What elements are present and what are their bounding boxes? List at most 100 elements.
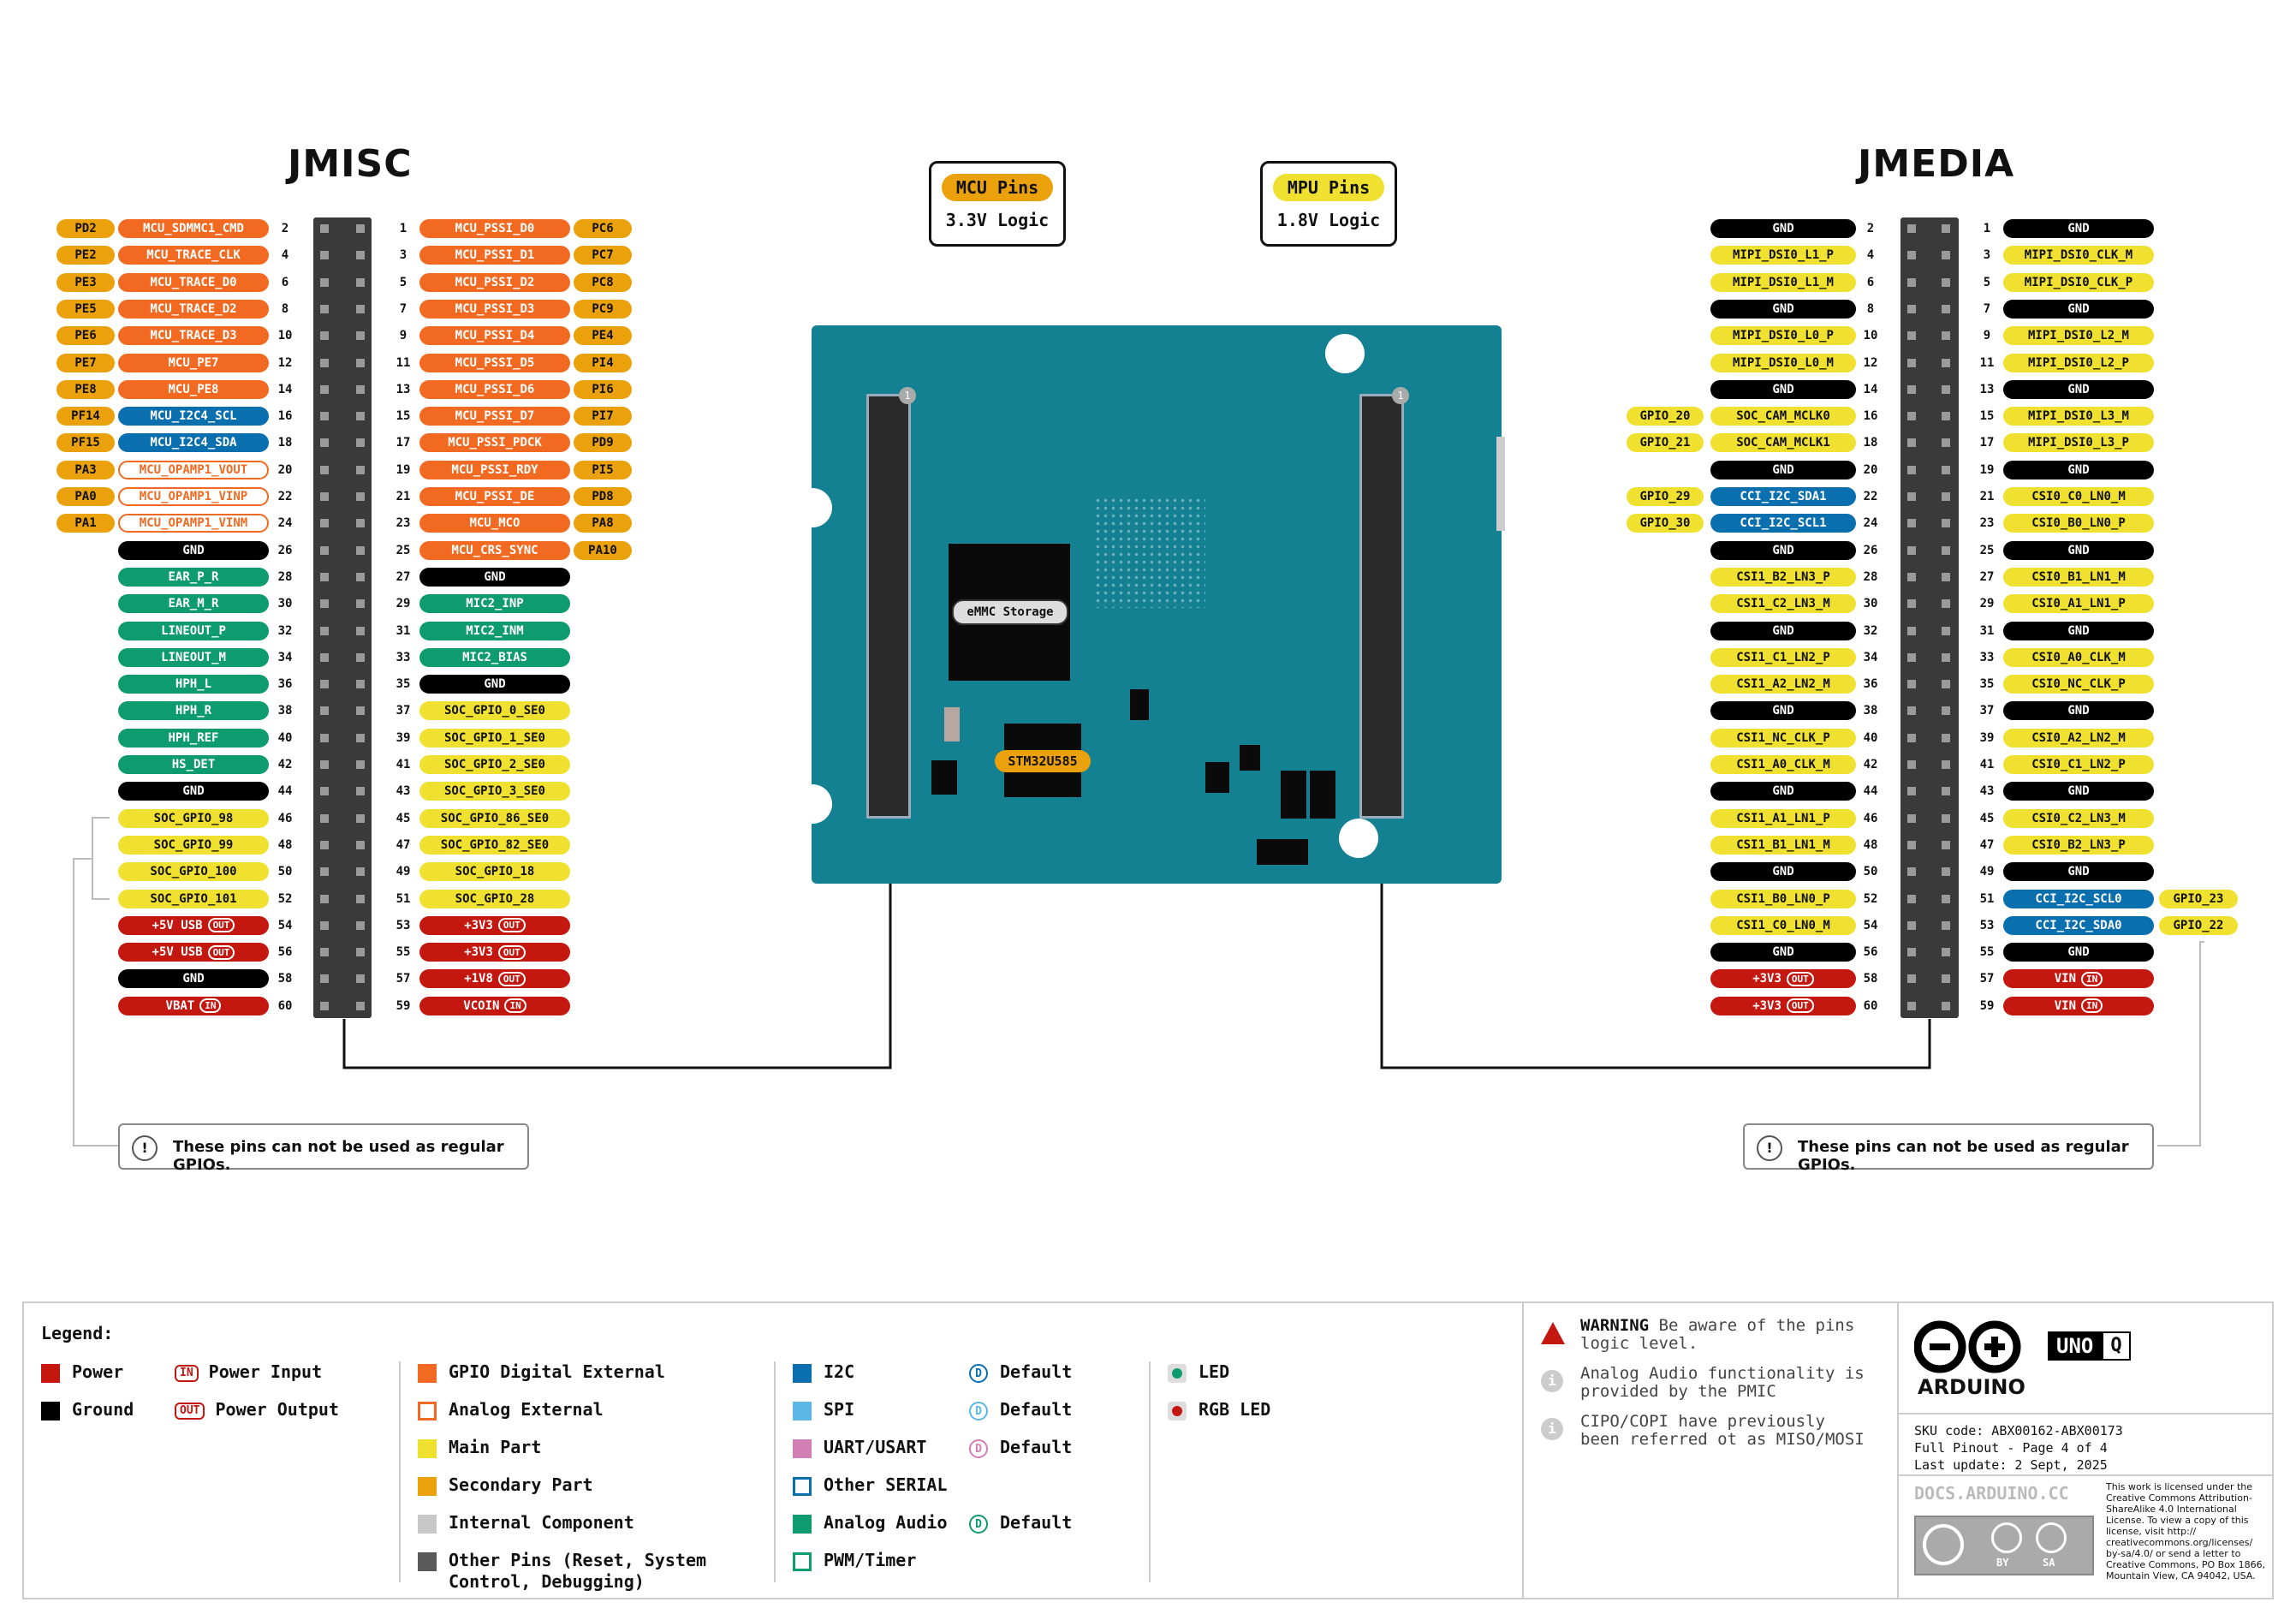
pin-name: MIPI_DSI0_L1_M (1732, 275, 1834, 289)
header-pin (1907, 974, 1916, 984)
pin-name: MCU_PE8 (168, 382, 219, 396)
legend-col3-swatch (793, 1552, 812, 1571)
pin-label: HS_DET (118, 755, 269, 774)
header-pin (1907, 519, 1916, 528)
usb-port (1496, 437, 1505, 531)
pin-label: SOC_CAM_MCLK0 (1710, 407, 1856, 426)
alt-function-label: GPIO_21 (1627, 433, 1704, 453)
pin-name: GND (2067, 301, 2090, 316)
pin-label: MIC2_INM (419, 621, 570, 640)
pin1-marker-right: 1 (1392, 387, 1409, 404)
pin-number: 14 (1863, 382, 1878, 396)
pin-label: MCU_TRACE_D0 (118, 272, 269, 292)
license-line: license, visit http:// (2106, 1526, 2197, 1537)
warning-line: Analog Audio functionality is (1580, 1364, 1865, 1383)
header-pin (1907, 733, 1916, 742)
power-in-tag: IN (504, 998, 526, 1014)
soc-grid (1094, 497, 1205, 608)
pin-label: MCU_PE8 (118, 379, 269, 399)
legend-label: SPI (824, 1399, 855, 1420)
pin-name: GND (182, 543, 205, 557)
pin-number: 50 (1863, 865, 1878, 879)
pin-label: CSI0_B1_LN1_M (2003, 567, 2154, 587)
power-in-tag: IN (2081, 998, 2103, 1014)
pin-number: 3 (399, 248, 407, 263)
header-pin (320, 277, 329, 287)
pin-number: 24 (1863, 516, 1878, 531)
alt-function-label: PI6 (574, 379, 632, 399)
pin-number: 5 (1983, 275, 1991, 289)
pin-label: GND (118, 782, 269, 801)
pin-name: +3V3 (1752, 972, 1781, 986)
pin-name: +5V USB (152, 918, 203, 932)
pin-number: 13 (1979, 382, 1995, 396)
legend-label: GPIO Digital External (449, 1361, 665, 1382)
license-line: creativecommons.org/licenses/ (2106, 1537, 2253, 1548)
pin-label: CSI0_C0_LN0_M (2003, 487, 2154, 506)
header-pin (320, 358, 329, 367)
mounting-hole (1339, 819, 1378, 858)
pin-name: MCU_PSSI_DE (455, 490, 535, 503)
pin-label: SOC_GPIO_82_SE0 (419, 835, 570, 855)
pin-label: MIPI_DSI0_L0_M (1710, 353, 1856, 372)
pin-number: 43 (396, 784, 411, 799)
header-pin (1907, 920, 1916, 930)
pin-label: MCU_TRACE_D2 (118, 299, 269, 319)
header-pin (1907, 358, 1916, 367)
by-icon (1991, 1522, 2022, 1553)
header-pin (356, 680, 365, 689)
mcu-chip-label: STM32U585 (995, 750, 1091, 772)
header-pin (1942, 438, 1950, 448)
pin-name: SOC_GPIO_86_SE0 (440, 811, 550, 825)
header-pin (1907, 438, 1916, 448)
pin-label: LINEOUT_M (118, 647, 269, 667)
legend-divider (1149, 1361, 1151, 1582)
pin-name: VCOIN (463, 998, 500, 1013)
legend-power-swatch (41, 1363, 60, 1383)
pin-name: CSI1_B2_LN3_P (1736, 569, 1830, 584)
header-pin (1942, 519, 1950, 528)
pin-name: MCU_PSSI_D1 (455, 248, 535, 263)
pin-name: VBAT (165, 998, 195, 1013)
pin-label: SOC_GPIO_2_SE0 (419, 755, 570, 774)
header-pin (356, 358, 365, 367)
header-pin (356, 304, 365, 313)
pin-number: 11 (396, 355, 411, 370)
jmisc-gpio-notice: ! These pins can not be used as regular … (118, 1123, 529, 1174)
pin-number: 34 (1863, 650, 1878, 664)
pin-name: VIN (2054, 998, 2077, 1013)
pin-name: CCI_I2C_SDA0 (2035, 918, 2122, 932)
legend-label: Analog External (449, 1399, 604, 1420)
pin-name: EAR_P_R (168, 569, 219, 584)
header-pin (356, 787, 365, 796)
pin-name: GND (2067, 382, 2090, 396)
pin-label: CSI0_A1_LN1_P (2003, 594, 2154, 614)
pin-number: 42 (277, 758, 293, 771)
pin-label: GND (2003, 540, 2154, 560)
emmc-label: eMMC Storage (952, 599, 1068, 625)
pin-number: 26 (277, 543, 293, 557)
pin-name: CSI1_A2_LN2_M (1736, 677, 1830, 692)
pin-label: CCI_I2C_SCL1 (1710, 514, 1856, 533)
pin-label: CCI_I2C_SDA0 (2003, 915, 2154, 935)
pin-name: CCI_I2C_SCL1 (1740, 516, 1827, 531)
header-pin (320, 948, 329, 957)
pin-label: CSI0_B0_LN0_P (2003, 514, 2154, 533)
component (1240, 745, 1260, 771)
pin-label: HPH_REF (118, 728, 269, 747)
pin-name: MCU_TRACE_D3 (150, 329, 237, 343)
pin-name: CSI1_A1_LN1_P (1736, 811, 1830, 825)
alt-function-label: PE2 (57, 246, 115, 265)
alt-function-label: PA0 (57, 487, 115, 506)
header-pin (320, 465, 329, 474)
header-pin (356, 224, 365, 233)
header-pin (1942, 331, 1950, 341)
pin-label: MCU_PSSI_D6 (419, 379, 570, 399)
pin-number: 57 (396, 972, 411, 986)
warning-line: CIPO/COPI have previously (1580, 1412, 1825, 1431)
legend-rgb-led-item: RGB LED (1168, 1399, 1270, 1420)
pin-number: 59 (396, 998, 411, 1013)
pin-label: CSI1_B1_LN1_M (1710, 835, 1856, 855)
